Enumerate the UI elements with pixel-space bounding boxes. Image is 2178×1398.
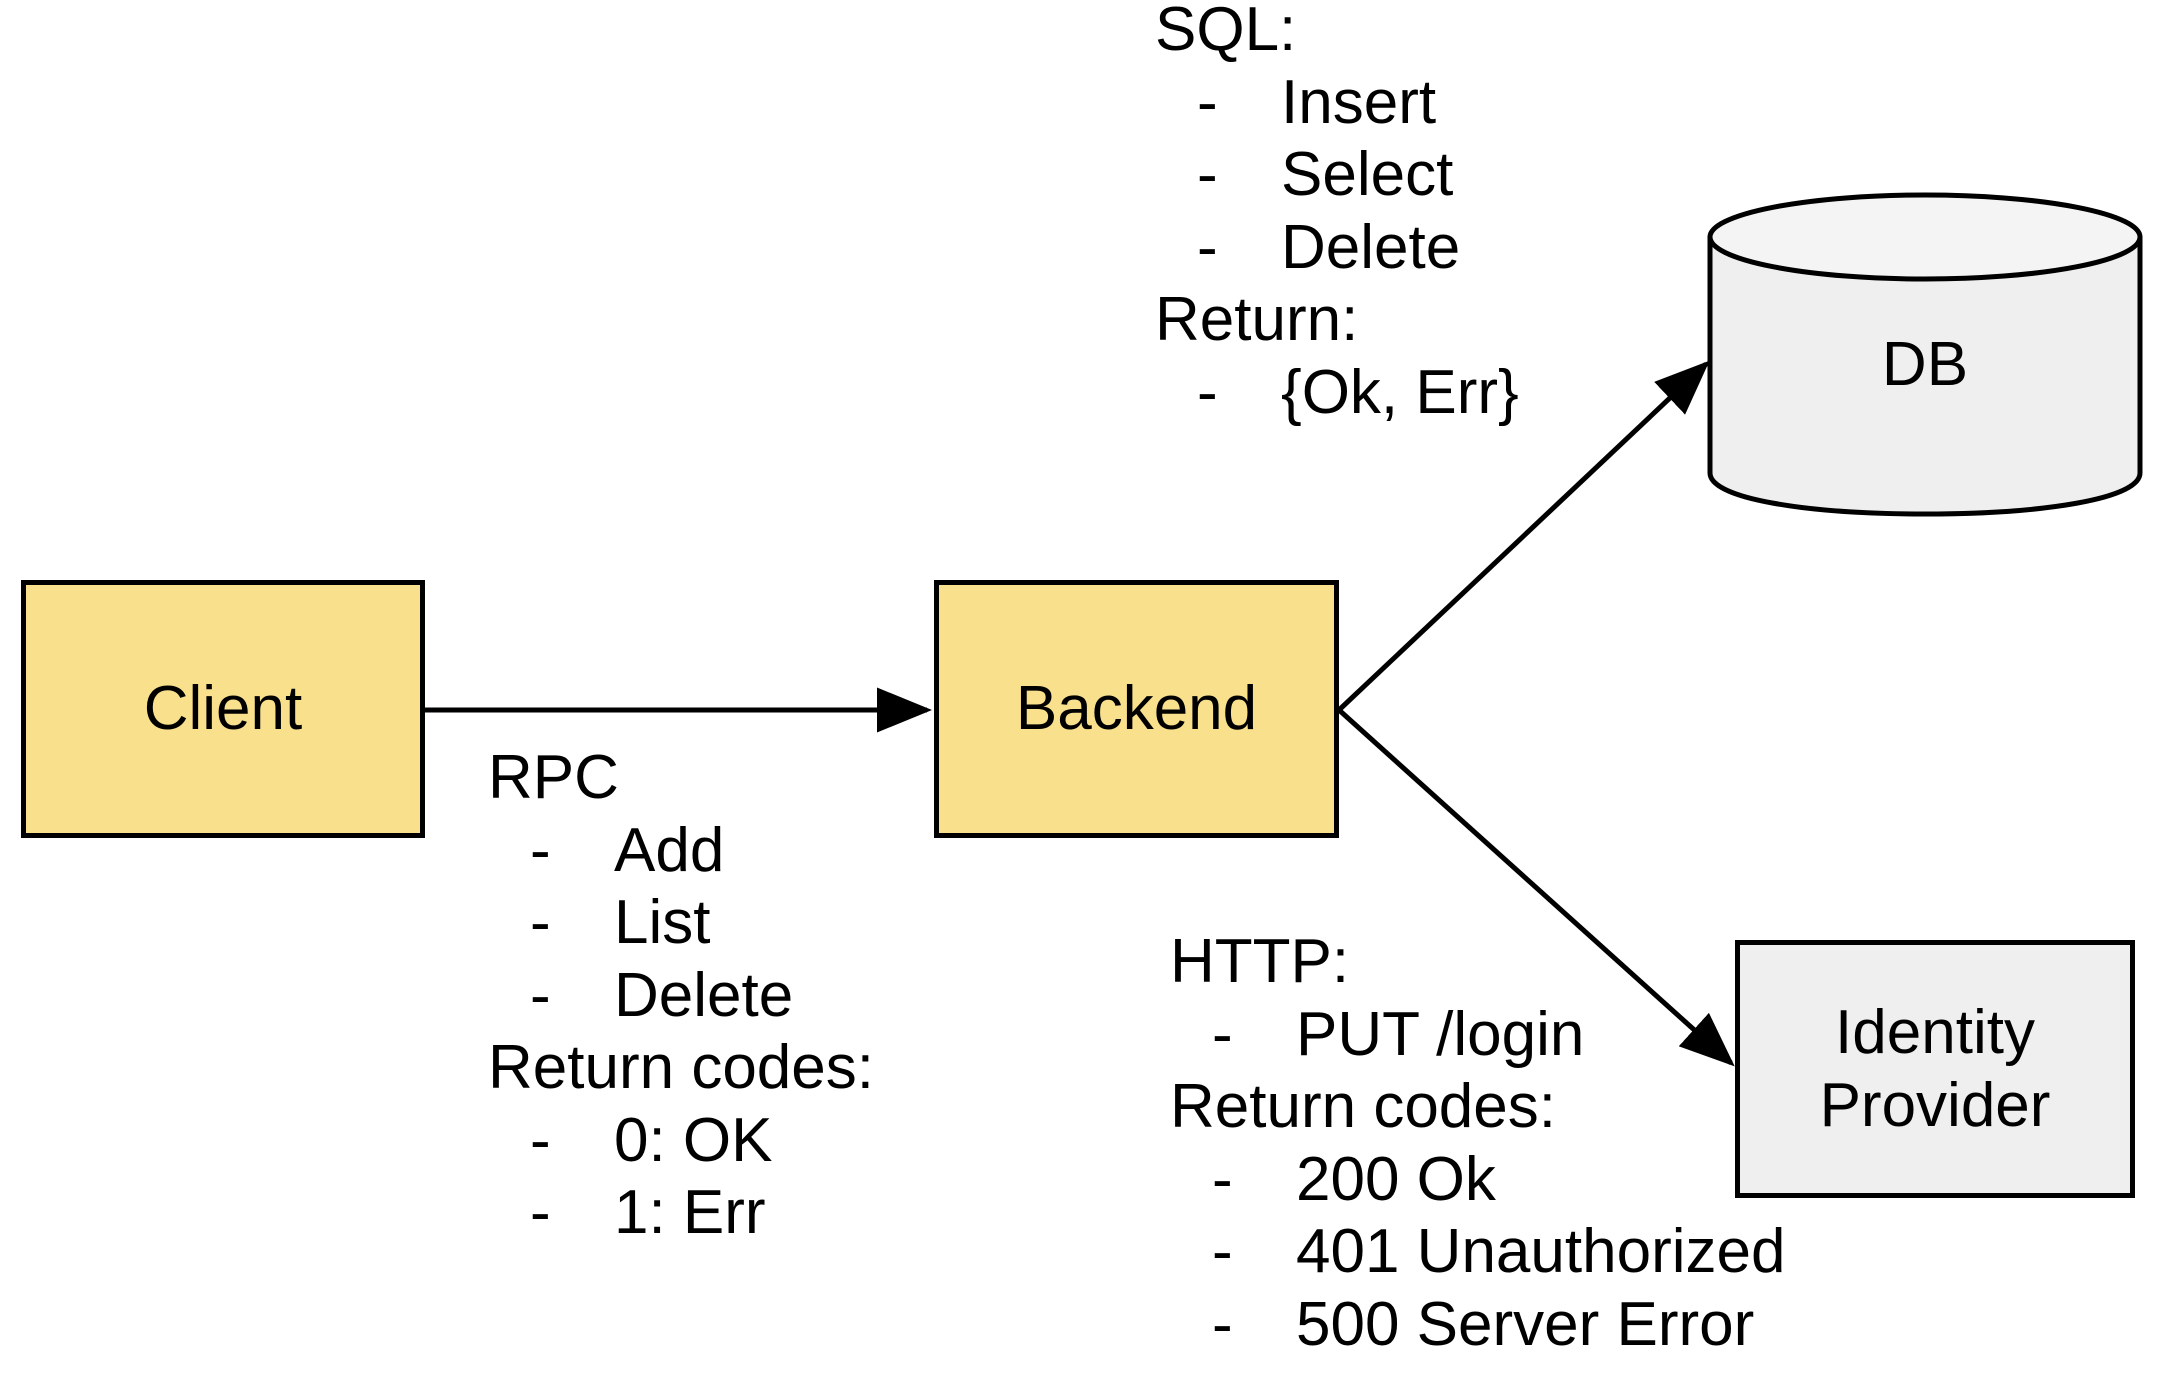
annotation-sql-item: -Insert — [1155, 67, 1519, 140]
node-backend[interactable]: Backend — [934, 580, 1339, 838]
bullet-dash: - — [1212, 1217, 1233, 1287]
database-cylinder-icon — [1707, 192, 2143, 517]
bullet-dash: - — [1212, 999, 1233, 1069]
bullet-dash: - — [530, 888, 551, 958]
annotation-rpc-subitem: -0: OK — [488, 1105, 874, 1178]
node-backend-label: Backend — [1015, 674, 1258, 744]
bullet-dash: - — [1197, 357, 1218, 427]
node-db[interactable]: DB — [1705, 190, 2145, 520]
annotation-rpc-heading: RPC — [488, 743, 619, 812]
annotation-sql-item-text: Delete — [1281, 212, 1461, 282]
annotation-rpc-item: -List — [488, 887, 874, 960]
annotation-http-item: -PUT /login — [1170, 999, 1785, 1072]
node-client[interactable]: Client — [21, 580, 425, 838]
annotation-sql-item: -Select — [1155, 139, 1519, 212]
annotation-sql-item-text: Select — [1281, 140, 1454, 210]
annotation-sql-heading: SQL: — [1155, 0, 1297, 64]
annotation-sql-item-text: Insert — [1281, 67, 1437, 137]
annotation-rpc-item-text: List — [614, 888, 711, 958]
bullet-dash: - — [1197, 140, 1218, 210]
node-client-label: Client — [143, 674, 303, 744]
annotation-http-subitem-text: 200 Ok — [1296, 1144, 1496, 1214]
annotation-rpc-subitem-text: 1: Err — [614, 1178, 766, 1248]
annotation-rpc-item-text: Delete — [614, 960, 794, 1030]
annotation-rpc-item: -Delete — [488, 960, 874, 1033]
annotation-http-subitem-text: 500 Server Error — [1296, 1289, 1755, 1359]
annotation-rpc-subheading: Return codes: — [488, 1033, 874, 1103]
node-db-label: DB — [1881, 329, 1969, 399]
annotation-rpc-item: -Add — [488, 815, 874, 888]
bullet-dash: - — [530, 960, 551, 1030]
annotation-http-subheading: Return codes: — [1170, 1072, 1556, 1142]
node-identity-provider-label: Identity Provider — [1819, 997, 2051, 1140]
bullet-dash: - — [1212, 1144, 1233, 1214]
annotation-http-subitem: -401 Unauthorized — [1170, 1216, 1785, 1289]
annotation-rpc: RPC -Add -List -Delete Return codes: -0:… — [488, 742, 874, 1250]
annotation-http-subitem: -500 Server Error — [1170, 1289, 1785, 1362]
annotation-rpc-item-text: Add — [614, 815, 725, 885]
annotation-http-heading: HTTP: — [1170, 927, 1350, 996]
node-identity-provider[interactable]: Identity Provider — [1735, 940, 2135, 1198]
annotation-rpc-subitem-text: 0: OK — [614, 1105, 773, 1175]
annotation-sql-subitem-text: {Ok, Err} — [1281, 357, 1519, 427]
bullet-dash: - — [530, 1178, 551, 1248]
annotation-sql-subheading: Return: — [1155, 285, 1359, 355]
annotation-rpc-subitem: -1: Err — [488, 1177, 874, 1250]
annotation-http: HTTP: -PUT /login Return codes: -200 Ok … — [1170, 926, 1785, 1361]
annotation-sql-item: -Delete — [1155, 212, 1519, 285]
annotation-http-item-text: PUT /login — [1296, 999, 1585, 1069]
annotation-sql: SQL: -Insert -Select -Delete Return: -{O… — [1155, 0, 1519, 429]
bullet-dash: - — [1197, 67, 1218, 137]
bullet-dash: - — [1197, 212, 1218, 282]
annotation-http-subitem-text: 401 Unauthorized — [1296, 1217, 1786, 1287]
bullet-dash: - — [530, 815, 551, 885]
annotation-http-subitem: -200 Ok — [1170, 1144, 1785, 1217]
annotation-sql-subitem: -{Ok, Err} — [1155, 357, 1519, 430]
bullet-dash: - — [530, 1105, 551, 1175]
bullet-dash: - — [1212, 1289, 1233, 1359]
